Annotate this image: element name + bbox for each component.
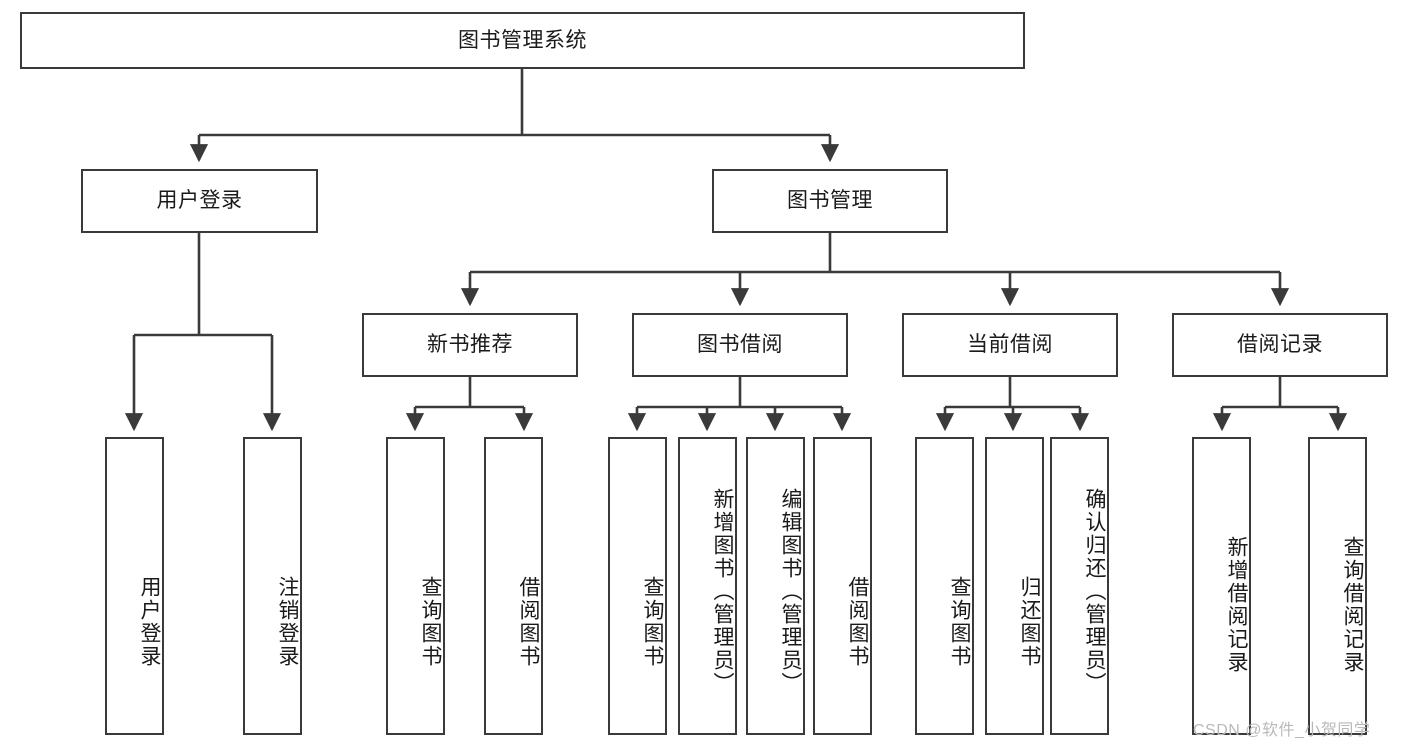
node-leaf-query-book-1-label: 查询图书 [419, 576, 442, 668]
node-leaf-add-record[interactable]: 新增借阅记录 [1192, 437, 1251, 735]
node-leaf-return-book[interactable]: 归还图书 [985, 437, 1044, 735]
node-leaf-query-record-label: 查询借阅记录 [1341, 536, 1364, 674]
node-book-borrow[interactable]: 图书借阅 [632, 313, 848, 377]
node-user-login[interactable]: 用户登录 [81, 169, 318, 233]
node-leaf-add-book[interactable]: 新增图书（管理员） [678, 437, 737, 735]
node-current-borrow-label: 当前借阅 [967, 333, 1053, 357]
node-root-label: 图书管理系统 [458, 28, 587, 52]
node-new-book-rec[interactable]: 新书推荐 [362, 313, 578, 377]
node-leaf-confirm-return-label: 确认归还（管理员） [1083, 487, 1106, 695]
node-leaf-borrow-book-1[interactable]: 借阅图书 [484, 437, 543, 735]
node-borrow-record-label: 借阅记录 [1237, 333, 1323, 357]
node-leaf-query-book-2-label: 查询图书 [641, 576, 664, 668]
node-leaf-query-book-3[interactable]: 查询图书 [915, 437, 974, 735]
node-leaf-query-book-2[interactable]: 查询图书 [608, 437, 667, 735]
node-leaf-return-book-label: 归还图书 [1018, 576, 1041, 668]
node-leaf-edit-book[interactable]: 编辑图书（管理员） [746, 437, 805, 735]
node-root[interactable]: 图书管理系统 [20, 12, 1025, 69]
node-leaf-query-book-3-label: 查询图书 [948, 576, 971, 668]
node-leaf-user-logout-label: 注销登录 [276, 576, 299, 668]
node-leaf-add-record-label: 新增借阅记录 [1225, 536, 1248, 674]
node-leaf-query-record[interactable]: 查询借阅记录 [1308, 437, 1367, 735]
node-book-manage[interactable]: 图书管理 [712, 169, 948, 233]
node-leaf-edit-book-label: 编辑图书（管理员） [779, 487, 802, 695]
node-current-borrow[interactable]: 当前借阅 [902, 313, 1118, 377]
node-leaf-user-login[interactable]: 用户登录 [105, 437, 164, 735]
node-leaf-borrow-book-2[interactable]: 借阅图书 [813, 437, 872, 735]
node-leaf-query-book-1[interactable]: 查询图书 [386, 437, 445, 735]
node-new-book-rec-label: 新书推荐 [427, 333, 513, 357]
node-borrow-record[interactable]: 借阅记录 [1172, 313, 1388, 377]
node-leaf-borrow-book-1-label: 借阅图书 [517, 576, 540, 668]
csdn-watermark: CSDN @软件_小贺同学 [1193, 722, 1371, 739]
node-leaf-borrow-book-2-label: 借阅图书 [846, 576, 869, 668]
node-book-borrow-label: 图书借阅 [697, 333, 783, 357]
node-user-login-label: 用户登录 [156, 189, 243, 213]
node-leaf-user-login-label: 用户登录 [138, 576, 161, 668]
node-leaf-confirm-return[interactable]: 确认归还（管理员） [1050, 437, 1109, 735]
node-leaf-add-book-label: 新增图书（管理员） [711, 487, 734, 695]
node-book-manage-label: 图书管理 [787, 189, 873, 213]
node-leaf-user-logout[interactable]: 注销登录 [243, 437, 302, 735]
